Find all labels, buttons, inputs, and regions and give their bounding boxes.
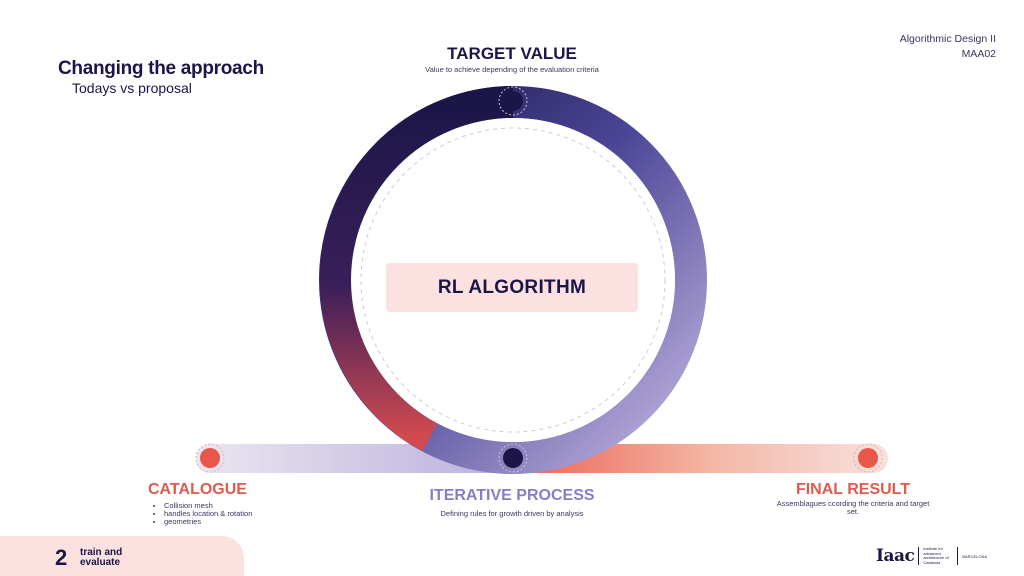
catalogue-node-halo [195,443,225,473]
catalogue-list: Collision mesh handles location & rotati… [152,502,252,526]
iterative-process-description: Defining rules for growth driven by anal… [440,509,584,518]
target-value-title: TARGET VALUE [447,44,577,63]
catalogue-node [200,448,220,468]
section-label: train and evaluate [80,547,123,568]
target-node [503,91,523,111]
iterative-process-title: ITERATIVE PROCESS [429,487,595,504]
iterative-node [503,448,523,468]
final-result-description: Assemblagues ccording the criteria and t… [776,499,930,516]
catalogue-item: geometries [164,518,252,526]
final-node-halo [853,443,883,473]
course-code: MAA02 [961,48,996,60]
rl-algorithm-box: RL ALGORITHM [386,263,638,312]
logo-mark: Iaac [876,546,915,566]
section-number: 2 [55,545,68,570]
target-node-halo [498,86,528,116]
catalogue-item: Collision mesh [164,502,252,510]
catalogue-item: handles location & rotation [164,510,252,518]
catalogue-title: CATALOGUE [148,481,247,498]
ring-left-arc [319,86,514,452]
logo-divider [957,547,959,565]
target-value-description: Value to achieve depending of the evalua… [425,65,599,74]
page-title: Changing the approach [58,58,264,79]
course-label: Algorithmic Design II MAA02 [900,32,996,62]
iaac-logo: Iaac institute for advanced architecture… [876,546,987,566]
ring-dashed-guide [360,127,666,433]
page-subtitle: Todays vs proposal [72,80,192,96]
logo-city-text: BARCELONA [962,553,988,559]
iterative-node-halo [498,443,528,473]
footer-section-tab [0,536,244,576]
course-name: Algorithmic Design II [899,33,996,45]
logo-divider [918,547,920,565]
logo-institute-text: institute for advanced architecture of C… [923,546,949,565]
final-result-title: FINAL RESULT [795,481,911,498]
final-node [858,448,878,468]
